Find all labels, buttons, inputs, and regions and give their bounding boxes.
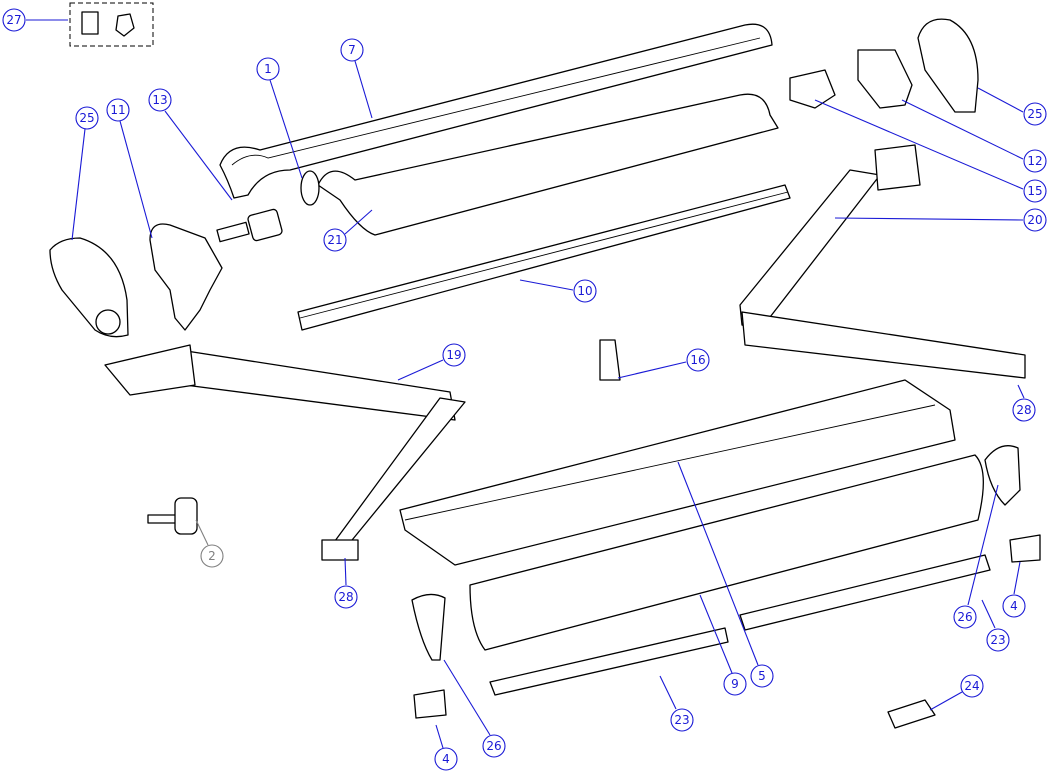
part-13-plug xyxy=(216,208,283,243)
svg-text:25: 25 xyxy=(1027,107,1042,121)
callout-13: 13 xyxy=(148,88,172,112)
callout-25-left: 25 xyxy=(75,106,99,130)
callout-5: 5 xyxy=(750,664,774,688)
callout-11: 11 xyxy=(106,98,130,122)
callout-28-right: 28 xyxy=(1012,398,1036,422)
svg-text:24: 24 xyxy=(964,679,979,693)
part-2-optional xyxy=(147,497,198,535)
part-26-cap-right xyxy=(984,445,1021,506)
callout-7: 7 xyxy=(340,38,364,62)
svg-text:20: 20 xyxy=(1027,213,1042,227)
callout-1: 1 xyxy=(256,57,280,81)
callout-4-right: 4 xyxy=(1002,594,1026,618)
svg-text:28: 28 xyxy=(1016,403,1031,417)
callout-25-right: 25 xyxy=(1023,102,1047,126)
callout-24: 24 xyxy=(960,674,984,698)
callout-16: 16 xyxy=(686,348,710,372)
svg-text:9: 9 xyxy=(731,677,739,691)
svg-text:7: 7 xyxy=(348,43,356,57)
callout-27: 27 xyxy=(2,8,26,32)
svg-text:16: 16 xyxy=(690,353,705,367)
leader-lines xyxy=(26,19,1025,749)
svg-text:1: 1 xyxy=(264,62,272,76)
part-10-rail xyxy=(297,184,791,331)
part-27-kit xyxy=(69,2,154,47)
part-25-end-cap-right xyxy=(917,18,979,113)
svg-text:4: 4 xyxy=(442,752,450,766)
svg-text:25: 25 xyxy=(79,111,94,125)
part-7-cover xyxy=(219,23,773,199)
callout-28-left: 28 xyxy=(334,585,358,609)
svg-text:4: 4 xyxy=(1010,599,1018,613)
part-11-gearbox xyxy=(149,223,223,331)
callout-26-right: 26 xyxy=(953,605,977,629)
part-15-bearing xyxy=(789,69,836,109)
part-16-clip xyxy=(599,339,621,381)
callout-15: 15 xyxy=(1023,179,1047,203)
part-9-valance xyxy=(469,454,984,651)
callout-21: 21 xyxy=(323,228,347,252)
callout-10: 10 xyxy=(573,279,597,303)
part-12-bracket xyxy=(857,49,913,109)
callout-20: 20 xyxy=(1023,208,1047,232)
svg-text:12: 12 xyxy=(1027,154,1042,168)
svg-text:19: 19 xyxy=(446,348,461,362)
part-4-bracket-bottom xyxy=(413,689,447,719)
svg-text:21: 21 xyxy=(327,233,342,247)
svg-text:26: 26 xyxy=(957,610,972,624)
part-23-bar-right xyxy=(739,554,991,631)
svg-text:28: 28 xyxy=(338,590,353,604)
callout-9: 9 xyxy=(723,672,747,696)
svg-text:15: 15 xyxy=(1027,184,1042,198)
callout-2: 2 xyxy=(200,544,224,568)
part-23-bar-bottom xyxy=(489,627,729,696)
svg-text:10: 10 xyxy=(577,284,592,298)
svg-text:27: 27 xyxy=(6,13,21,27)
svg-text:13: 13 xyxy=(152,93,167,107)
svg-text:23: 23 xyxy=(990,633,1005,647)
callout-4-bottom: 4 xyxy=(434,747,458,771)
callout-19: 19 xyxy=(442,343,466,367)
part-24-clip xyxy=(887,699,936,729)
part-5-front-profile xyxy=(399,379,956,566)
svg-text:5: 5 xyxy=(758,669,766,683)
svg-text:26: 26 xyxy=(486,739,501,753)
part-26-cap-left xyxy=(411,593,446,661)
part-21-fabric xyxy=(317,93,779,236)
callout-23-bottom: 23 xyxy=(670,708,694,732)
callout-23-right: 23 xyxy=(986,628,1010,652)
callout-26-left: 26 xyxy=(482,734,506,758)
part-1-tube xyxy=(300,170,320,206)
svg-text:2: 2 xyxy=(208,549,216,563)
callout-12: 12 xyxy=(1023,149,1047,173)
part-4-bracket-right xyxy=(1009,534,1041,563)
svg-text:11: 11 xyxy=(110,103,125,117)
svg-text:23: 23 xyxy=(674,713,689,727)
